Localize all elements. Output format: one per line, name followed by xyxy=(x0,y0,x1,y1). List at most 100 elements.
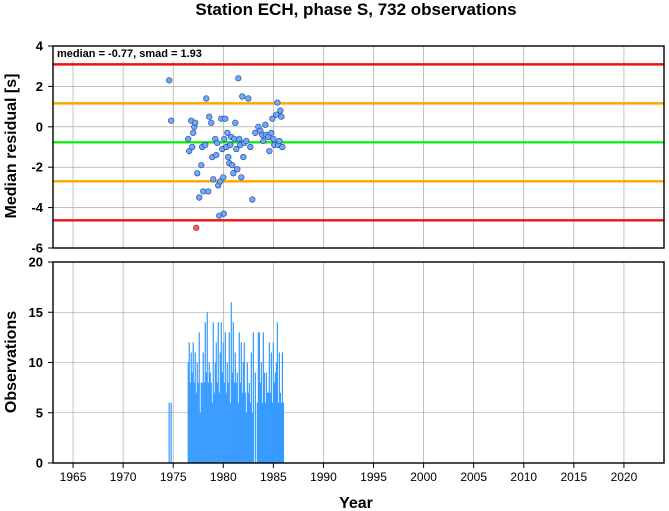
observation-bar xyxy=(245,412,247,463)
residual-point xyxy=(279,143,286,151)
annotation-background xyxy=(54,47,205,61)
observation-bar xyxy=(232,322,234,463)
observation-bar xyxy=(224,332,226,463)
observation-bar xyxy=(230,302,232,463)
observation-bar xyxy=(276,322,278,463)
bottom-y-tick-label: 20 xyxy=(29,255,43,270)
observation-bar xyxy=(236,372,238,463)
observation-bar xyxy=(216,382,218,463)
top-y-tick-label: 0 xyxy=(36,119,43,134)
x-tick-label: 2010 xyxy=(510,470,537,484)
observation-bar xyxy=(274,372,276,463)
residual-point xyxy=(227,141,234,149)
observation-bar xyxy=(200,382,202,463)
observation-bar xyxy=(265,372,267,463)
residual-point xyxy=(249,196,256,203)
residual-point xyxy=(220,174,227,181)
observation-bar xyxy=(235,382,237,463)
bottom-y-tick-label: 5 xyxy=(36,405,43,420)
bottom-y-tick-label: 0 xyxy=(36,456,43,471)
residual-point xyxy=(225,154,232,161)
observation-bar xyxy=(226,362,228,463)
observation-bar xyxy=(199,412,201,463)
observation-bar xyxy=(278,352,280,463)
residual-point xyxy=(230,170,237,177)
residual-point xyxy=(235,75,242,82)
observation-bar xyxy=(215,342,217,463)
residual-point xyxy=(229,162,236,169)
observation-bar xyxy=(196,362,198,463)
residual-point xyxy=(206,113,213,120)
observation-bar xyxy=(220,322,222,463)
observation-bar xyxy=(266,392,268,463)
top-y-tick-label: -4 xyxy=(31,200,43,215)
observation-bar xyxy=(189,382,191,463)
residual-point xyxy=(266,147,273,155)
observation-bar xyxy=(219,352,221,463)
residual-point xyxy=(277,107,284,114)
residual-point xyxy=(208,119,215,126)
observation-bar xyxy=(201,382,203,463)
observation-bar xyxy=(227,382,229,463)
residual-point xyxy=(166,77,173,84)
x-tick-label: 2020 xyxy=(611,470,638,484)
observation-bar xyxy=(252,332,254,463)
observation-bar xyxy=(263,372,265,463)
residual-point xyxy=(213,151,220,159)
bottom-y-tick-label: 10 xyxy=(29,355,43,370)
observation-bar xyxy=(222,342,224,463)
x-tick-label: 1995 xyxy=(360,470,387,484)
residual-point xyxy=(194,170,201,177)
top-y-tick-label: -2 xyxy=(31,160,43,175)
residual-point xyxy=(214,139,221,147)
bottom-y-tick-label: 15 xyxy=(29,305,43,320)
observation-bar xyxy=(269,392,271,463)
x-tick-label: 1990 xyxy=(310,470,337,484)
x-axis-label: Year xyxy=(339,495,373,511)
observation-bar xyxy=(282,402,284,463)
observation-bar xyxy=(262,332,264,463)
observation-bar xyxy=(234,352,236,463)
observation-bar xyxy=(212,322,214,463)
observation-bar xyxy=(228,332,230,463)
observation-bar xyxy=(191,372,193,463)
observation-bar xyxy=(244,392,246,463)
observation-bar xyxy=(254,372,256,463)
residual-point xyxy=(196,194,203,201)
observation-bar xyxy=(280,402,282,463)
observation-bar xyxy=(206,312,208,463)
residual-point xyxy=(262,121,269,128)
x-tick-label: 1970 xyxy=(110,470,137,484)
observation-bar xyxy=(270,352,272,463)
residual-point xyxy=(221,135,228,143)
observation-bar xyxy=(213,392,215,463)
observation-bar xyxy=(225,392,227,463)
observation-bar xyxy=(261,402,263,463)
residual-point xyxy=(205,188,212,195)
median-smad-annotation: median = -0.77, smad = 1.93 xyxy=(57,48,202,60)
observation-bar xyxy=(168,402,170,463)
x-tick-label: 2000 xyxy=(410,470,437,484)
observation-bar xyxy=(250,352,252,463)
observation-bar xyxy=(256,402,258,463)
observation-bar xyxy=(221,372,223,463)
residual-point xyxy=(240,154,247,161)
bottom-panel-frame xyxy=(52,261,665,464)
residual-point xyxy=(189,143,196,151)
observation-bar xyxy=(217,322,219,463)
residual-point xyxy=(190,129,197,136)
observation-bar xyxy=(194,352,196,463)
residual-point xyxy=(203,95,210,102)
observation-bar xyxy=(209,372,211,463)
residual-point xyxy=(245,95,252,102)
observation-bar xyxy=(247,392,249,463)
observation-bar xyxy=(195,392,197,463)
observation-bar xyxy=(218,392,220,463)
observation-bar xyxy=(202,352,204,463)
residual-point xyxy=(276,137,283,145)
observation-bar xyxy=(275,362,277,463)
observation-bar xyxy=(239,382,241,463)
observation-bar xyxy=(223,382,225,463)
x-tick-label: 2015 xyxy=(561,470,588,484)
